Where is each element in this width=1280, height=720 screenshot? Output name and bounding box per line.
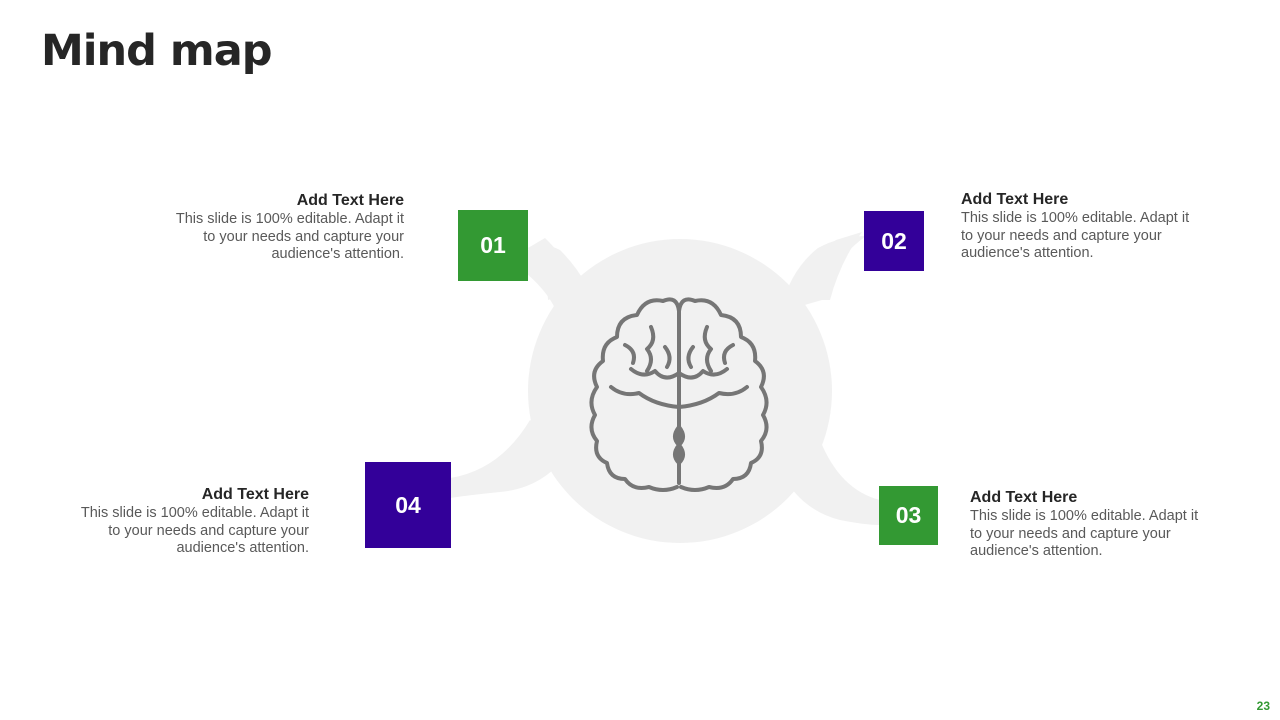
- node-01-body: This slide is 100% editable. Adapt it to…: [175, 211, 404, 262]
- page-number: 23: [1256, 699, 1270, 713]
- node-02-heading: Add Text Here: [961, 191, 1069, 208]
- node-04-text: Add Text Here This slide is 100% editabl…: [69, 485, 309, 558]
- node-02-number: 02: [881, 227, 907, 254]
- node-04-number: 04: [395, 491, 421, 518]
- node-04-body: This slide is 100% editable. Adapt it to…: [80, 505, 309, 556]
- node-03-number: 03: [895, 502, 922, 528]
- node-03-text: Add Text Here This slide is 100% editabl…: [970, 488, 1210, 561]
- brain-icon: [589, 297, 769, 492]
- node-01-text: Add Text Here This slide is 100% editabl…: [164, 191, 404, 264]
- node-01-box: 01: [458, 210, 528, 281]
- page-title: Mind map: [41, 26, 272, 76]
- node-04-box: 04: [365, 462, 451, 548]
- node-01-heading: Add Text Here: [296, 192, 404, 209]
- node-03-heading: Add Text Here: [970, 489, 1078, 506]
- node-04-heading: Add Text Here: [201, 486, 309, 503]
- node-02-box: 02: [864, 211, 924, 271]
- node-01-number: 01: [480, 232, 506, 258]
- node-03-body: This slide is 100% editable. Adapt it to…: [970, 508, 1199, 559]
- node-03-box: 03: [879, 486, 938, 545]
- node-02-text: Add Text Here This slide is 100% editabl…: [961, 190, 1201, 263]
- node-02-body: This slide is 100% editable. Adapt it to…: [961, 210, 1190, 261]
